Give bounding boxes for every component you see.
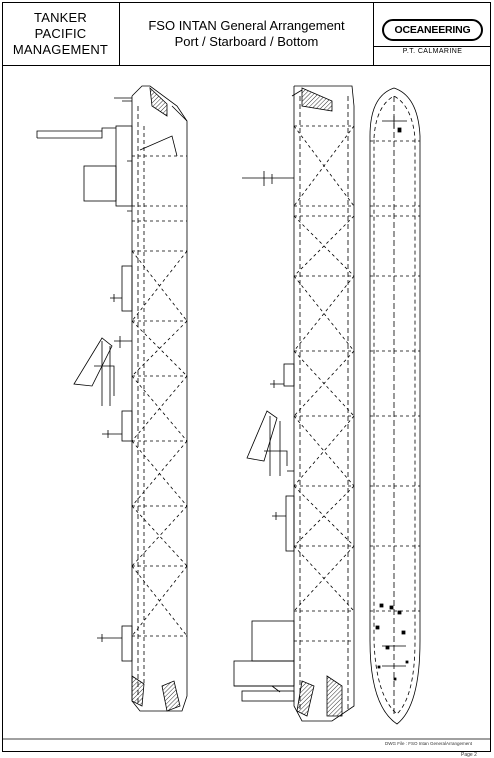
bottom-stern-fittings [375, 603, 409, 681]
client-name: P.T. CALMARINE [374, 46, 491, 55]
starboard-crane-1 [246, 410, 294, 476]
port-superstructure [36, 125, 133, 207]
port-frame-lines [132, 155, 187, 637]
drawing-area [2, 66, 491, 740]
starboard-hull-outline [293, 85, 355, 722]
dwg-file-label: DWG File : FSO Intan GeneralArrangement [385, 741, 473, 746]
bottom-hull-outline [369, 87, 421, 725]
bottom-plan-view [369, 87, 421, 725]
company-line-3: MANAGEMENT [12, 41, 109, 57]
drawing-title: FSO INTAN General Arrangement [148, 17, 345, 33]
general-arrangement-drawing [2, 85, 491, 740]
company-name-block: TANKER PACIFIC MANAGEMENT [2, 2, 120, 65]
drawing-subtitle: Port / Starboard / Bottom [174, 33, 319, 49]
starboard-fore-mast [242, 171, 294, 186]
bottom-frame-lines [370, 140, 420, 612]
company-line-1: TANKER [34, 9, 87, 25]
drawing-sheet-border [2, 2, 491, 752]
starboard-frame-lines [294, 125, 354, 642]
oceaneering-logo: OCEANEERING [382, 19, 483, 41]
title-block: TANKER PACIFIC MANAGEMENT FSO INTAN Gene… [2, 2, 491, 66]
starboard-profile-view [233, 85, 355, 722]
port-diagonal-bracing [131, 250, 188, 637]
port-profile-view [36, 85, 188, 712]
port-stern-structure [97, 625, 133, 662]
port-crane-1 [73, 336, 132, 406]
page-number: Page 2 [461, 752, 477, 758]
drawing-title-block: FSO INTAN General Arrangement Port / Sta… [120, 2, 374, 65]
starboard-superstructure [233, 620, 295, 702]
logo-block: OCEANEERING P.T. CALMARINE [374, 2, 491, 65]
starboard-diagonal-bracing [293, 125, 355, 612]
port-bow-hatching [149, 86, 168, 117]
port-hull-outline [131, 85, 188, 712]
starboard-stern-hatching [296, 680, 315, 717]
port-deck-house-1 [121, 265, 133, 312]
starboard-bow-hatching [301, 87, 333, 112]
company-line-2: PACIFIC [34, 25, 87, 41]
